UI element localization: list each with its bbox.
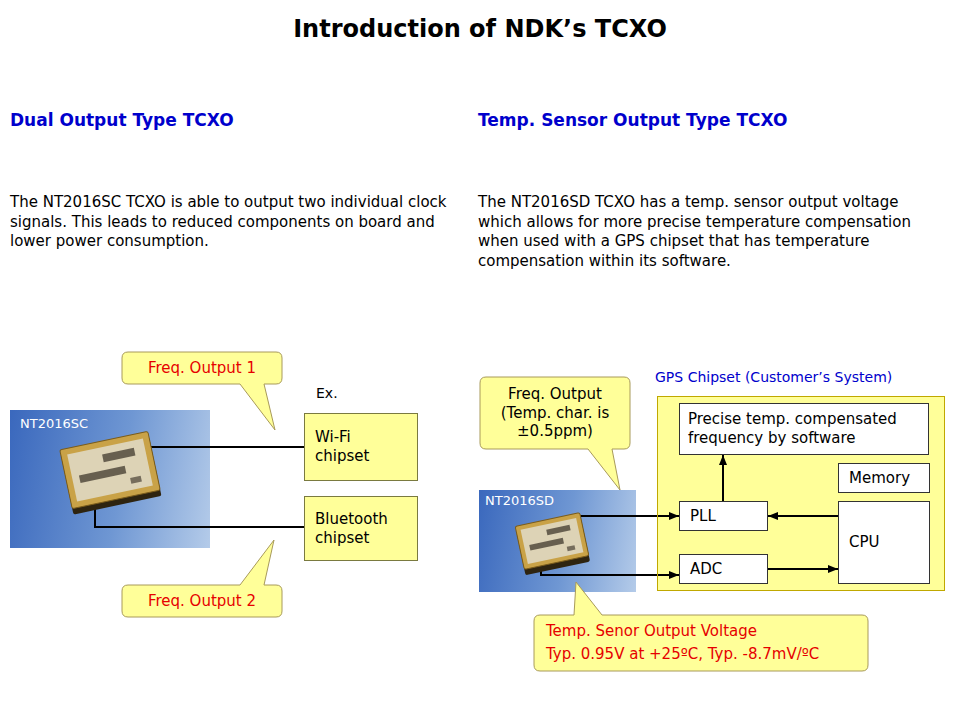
page-title: Introduction of NDK’s TCXO [0, 15, 960, 43]
node-text: NT2016SD [485, 493, 630, 509]
example-label: Ex. [316, 385, 338, 403]
chipset-box: Wi-Fi chipset [304, 413, 418, 481]
callout-bubble: Temp. Senor Output VoltageTyp. 0.95V at … [534, 615, 868, 671]
callout-bubble: Freq. Output (Temp. char. is ±0.5ppm) [480, 377, 630, 449]
description-text: The NT2016SD TCXO has a temp. sensor out… [478, 193, 930, 271]
function-block: Memory [838, 463, 930, 493]
chipset-box: Bluetooth chipset [304, 496, 418, 561]
product-photo-panel: NT2016SD [479, 490, 636, 592]
node-text: Freq. Output 1 [130, 359, 274, 378]
node-text: Freq. Output (Temp. char. is ±0.5ppm) [488, 385, 622, 441]
node-text: Typ. 0.95V at +25ºC, Typ. -8.7mV/ºC [546, 643, 856, 666]
crystal-oscillator-chip [60, 431, 162, 514]
node-text: Bluetooth chipset [315, 510, 407, 548]
function-block: PLL [679, 501, 768, 531]
group-box: GPS Chipset (Customer’s System)Precise t… [657, 396, 945, 591]
node-text: Temp. Senor Output Voltage [546, 620, 856, 643]
section-heading: Temp. Sensor Output Type TCXO [478, 110, 787, 131]
section-heading: Dual Output Type TCXO [10, 110, 234, 131]
function-block: CPU [838, 501, 930, 584]
signal-arrow [768, 515, 838, 517]
node-text: CPU [849, 533, 919, 552]
signal-line [210, 526, 304, 528]
callout-bubble: Freq. Output 1 [122, 352, 282, 384]
product-photo-panel: NT2016SC [10, 410, 210, 548]
node-text: NT2016SC [20, 416, 200, 432]
function-block: ADC [679, 554, 768, 584]
node-text: PLL [690, 507, 757, 526]
node-text: ADC [690, 560, 757, 579]
signal-line [210, 446, 304, 448]
node-text: Precise temp. compensated frequency by s… [688, 410, 920, 448]
group-ground [657, 396, 945, 591]
function-block: Precise temp. compensated frequency by s… [679, 403, 929, 455]
description-text: The NT2016SC TCXO is able to output two … [10, 193, 458, 252]
signal-arrow [722, 455, 724, 501]
node-text: Wi-Fi chipset [315, 428, 407, 466]
signal-arrow [768, 568, 838, 570]
node-text: Memory [849, 469, 919, 488]
callout-bubble: Freq. Output 2 [122, 585, 282, 617]
node-text: Freq. Output 2 [130, 592, 274, 611]
crystal-oscillator-chip [515, 513, 590, 576]
group-heading: GPS Chipset (Customer’s System) [655, 369, 892, 387]
